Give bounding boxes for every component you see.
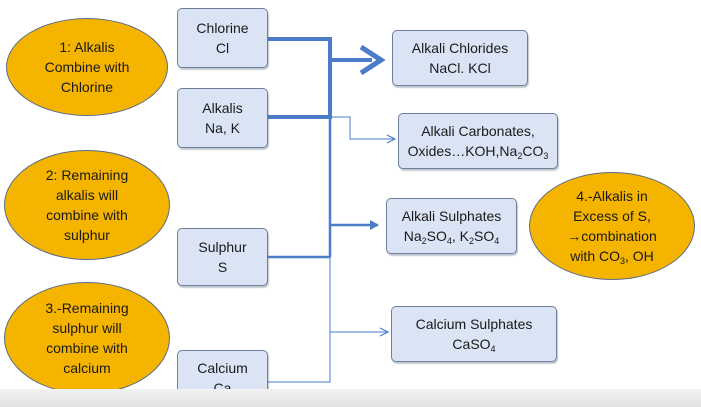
alkalis-symbol: Na, K <box>204 120 240 136</box>
sulphates-name: Alkali Sulphates <box>401 208 502 224</box>
chlorides-formula: NaCl. KCl <box>429 60 491 76</box>
sulphur-name: Sulphur <box>198 239 247 255</box>
chlorides-name: Alkali Chlorides <box>411 40 509 56</box>
step-1-ellipse: 1: Alkalis Combine with Chlorine <box>6 18 168 116</box>
step-2-line-1: 2: Remaining <box>45 167 129 183</box>
alkali-sulphates-box: Alkali Sulphates Na2SO4, K2SO4 <box>386 198 517 254</box>
sulphur-symbol: S <box>217 259 228 275</box>
alkali-carbonates-box: Alkali Carbonates, Oxides…KOH,Na2CO3 <box>398 113 558 169</box>
step-1-line-1: 1: Alkalis <box>59 39 115 55</box>
step-3-ellipse: 3.-Remaining sulphur will combine with c… <box>4 282 170 394</box>
step-2-line-3: combine with <box>46 207 128 223</box>
chlorine-name: Chlorine <box>196 20 249 36</box>
step-3-line-1: 3.-Remaining <box>45 300 129 316</box>
alkalis-box: Alkalis Na, K <box>177 88 268 148</box>
carbonates-formula: Oxides…KOH,Na2CO3 <box>407 143 549 161</box>
slide-bottom-strip <box>0 389 701 407</box>
step-2-line-4: sulphur <box>64 227 110 243</box>
step-4-line-1: 4.-Alkalis in <box>576 188 648 204</box>
sulphur-thin-connector <box>268 257 331 383</box>
calcium-name: Calcium <box>197 359 248 376</box>
step-3-line-2: sulphur will <box>52 320 122 336</box>
carbonates-name: Alkali Carbonates, <box>421 123 535 139</box>
step-3-line-3: combine with <box>46 340 128 356</box>
step-2-ellipse: 2: Remaining alkalis will combine with s… <box>4 150 170 260</box>
calcium-sulphates-formula: CaSO4 <box>452 336 496 354</box>
alkalis-name: Alkalis <box>202 100 243 116</box>
step-2-line-2: alkalis will <box>55 187 119 203</box>
step-4-line-4: with CO3, OH <box>570 248 654 266</box>
chlorine-box: Chlorine Cl <box>177 8 268 68</box>
step-3-line-4: calcium <box>63 360 111 376</box>
sulphur-box: Sulphur S <box>177 228 268 286</box>
calcium-sulphates-box: Calcium Sulphates CaSO4 <box>391 306 557 362</box>
step-4-line-2: Excess of S, <box>573 208 651 224</box>
chlorine-symbol: Cl <box>215 40 230 56</box>
chlorine-connector <box>268 37 332 60</box>
step-1-line-2: Combine with <box>44 59 130 75</box>
step-4-line-3: →combination <box>567 228 657 244</box>
calcium-sulphates-name: Calcium Sulphates <box>415 316 533 332</box>
alkalis-connector <box>268 60 332 119</box>
sulphates-formula: Na2SO4, K2SO4 <box>403 228 500 246</box>
carbonates-connector <box>330 116 395 139</box>
chlorides-arrowhead <box>359 44 386 76</box>
step-4-ellipse: 4.-Alkalis in Excess of S, →combination … <box>529 172 695 280</box>
alkali-chlorides-box: Alkali Chlorides NaCl. KCl <box>392 30 528 86</box>
step-1-line-3: Chlorine <box>60 79 114 95</box>
